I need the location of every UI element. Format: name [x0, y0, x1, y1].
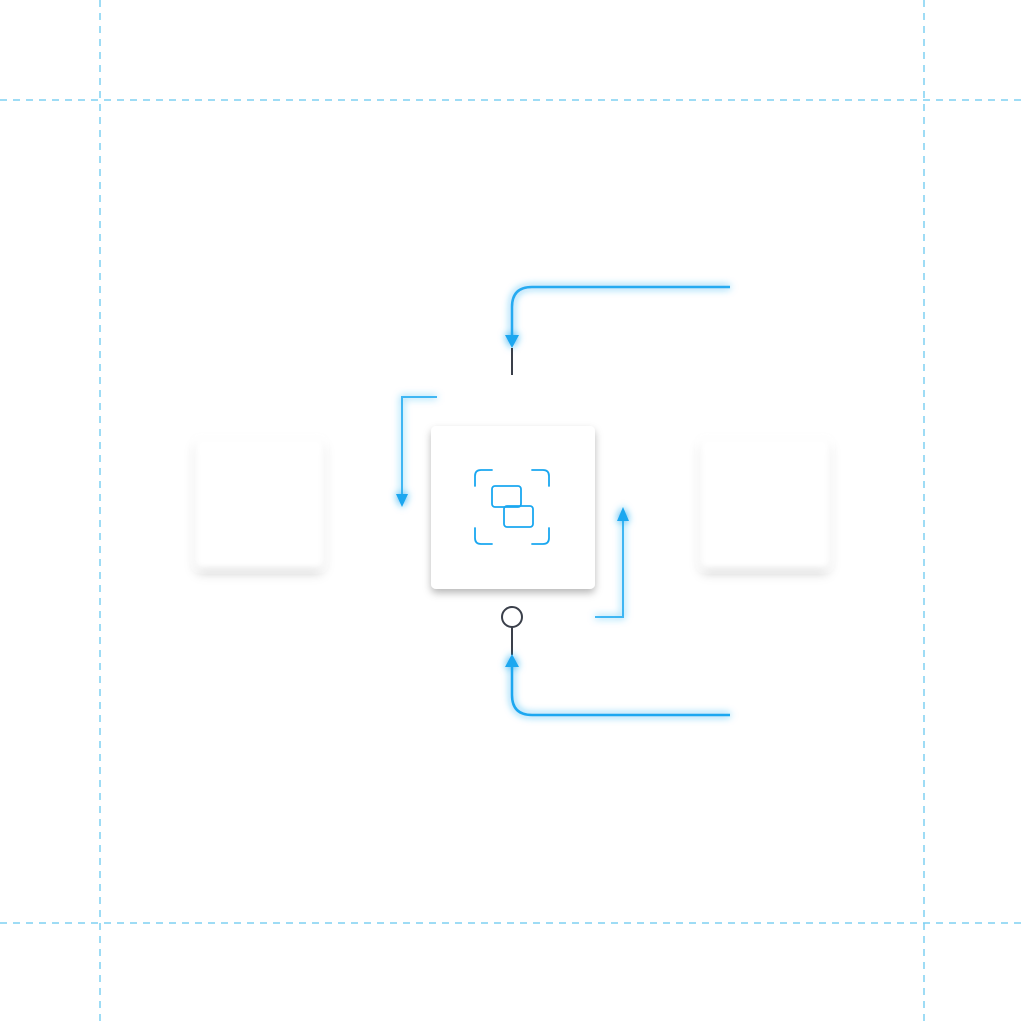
- center-card[interactable]: [431, 426, 595, 589]
- arrow-top-in: [505, 285, 730, 348]
- arrow-right-up: [595, 507, 629, 618]
- resize-handle-top[interactable]: [489, 35, 533, 165]
- side-card-left-body: [199, 442, 320, 563]
- arrow-left-down: [396, 396, 437, 507]
- select-overlapping-frames-icon: [474, 469, 550, 545]
- connection-port-bottom[interactable]: [501, 606, 523, 628]
- resize-handle-left[interactable]: [35, 491, 165, 535]
- resize-handle-right[interactable]: [858, 488, 990, 532]
- resize-handle-bottom[interactable]: [490, 858, 534, 990]
- side-card-right-body: [704, 442, 826, 563]
- arrow-bottom-in: [505, 654, 730, 717]
